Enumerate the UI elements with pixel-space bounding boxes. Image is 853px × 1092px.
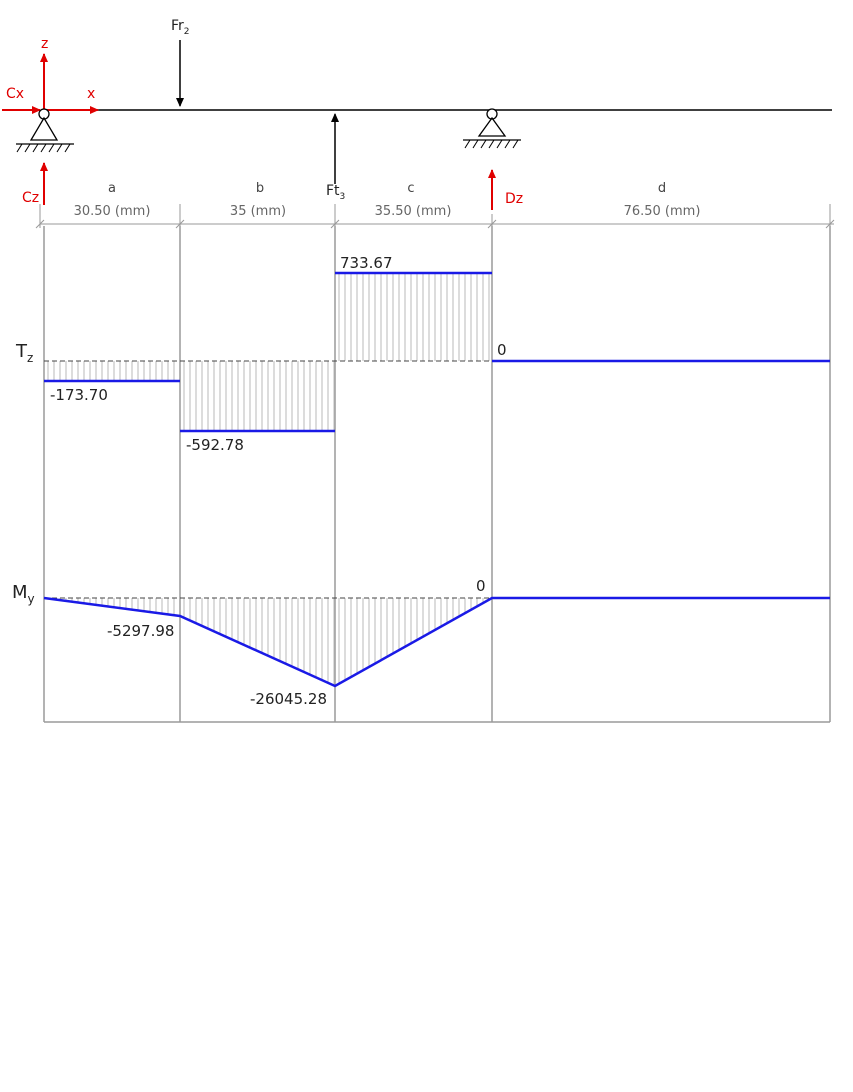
segment-d-name: d xyxy=(658,181,666,196)
pin-support-c xyxy=(16,108,74,153)
shear-hatch xyxy=(47,273,490,431)
x-axis-label: x xyxy=(87,86,95,102)
segment-a-name: a xyxy=(108,181,116,196)
shear-diagram: Tz -173.70 -592.78 733.67 0 xyxy=(15,254,830,454)
moment-hatch xyxy=(53,598,490,686)
segment-c-length: 35.50 (mm) xyxy=(375,204,452,219)
grid-lines xyxy=(43,226,831,723)
segment-b-name: b xyxy=(256,181,264,196)
shear-label-a: -173.70 xyxy=(50,386,108,404)
moment-curve xyxy=(43,596,830,688)
shear-label-b: -592.78 xyxy=(186,436,244,454)
moment-label-b: -5297.98 xyxy=(107,622,174,640)
segment-c-name: c xyxy=(407,181,414,196)
cz-label: Cz xyxy=(22,190,39,206)
moment-diagram: My -5297.98 -26045.28 0 xyxy=(12,577,830,708)
shear-symbol: Tz xyxy=(15,341,33,365)
segment-labels: a b c d 30.50 (mm) 35 (mm) 35.50 (mm) 76… xyxy=(74,181,701,219)
segment-b-length: 35 (mm) xyxy=(230,204,286,219)
moment-label-c: -26045.28 xyxy=(250,690,327,708)
segment-d-length: 76.50 (mm) xyxy=(624,204,701,219)
shear-label-d: 0 xyxy=(497,341,507,359)
roller-support-d xyxy=(463,108,521,149)
segment-a-length: 30.50 (mm) xyxy=(74,204,151,219)
ft3-label: Ft3 xyxy=(326,183,345,202)
moment-symbol: My xyxy=(12,582,35,606)
cx-label: Cx xyxy=(6,86,24,102)
z-axis-label: z xyxy=(41,36,48,52)
dz-label: Dz xyxy=(505,191,523,207)
fr2-label: Fr2 xyxy=(171,18,190,37)
shear-label-c: 733.67 xyxy=(340,254,393,272)
dimension-line xyxy=(35,204,835,229)
moment-label-d: 0 xyxy=(476,577,486,595)
